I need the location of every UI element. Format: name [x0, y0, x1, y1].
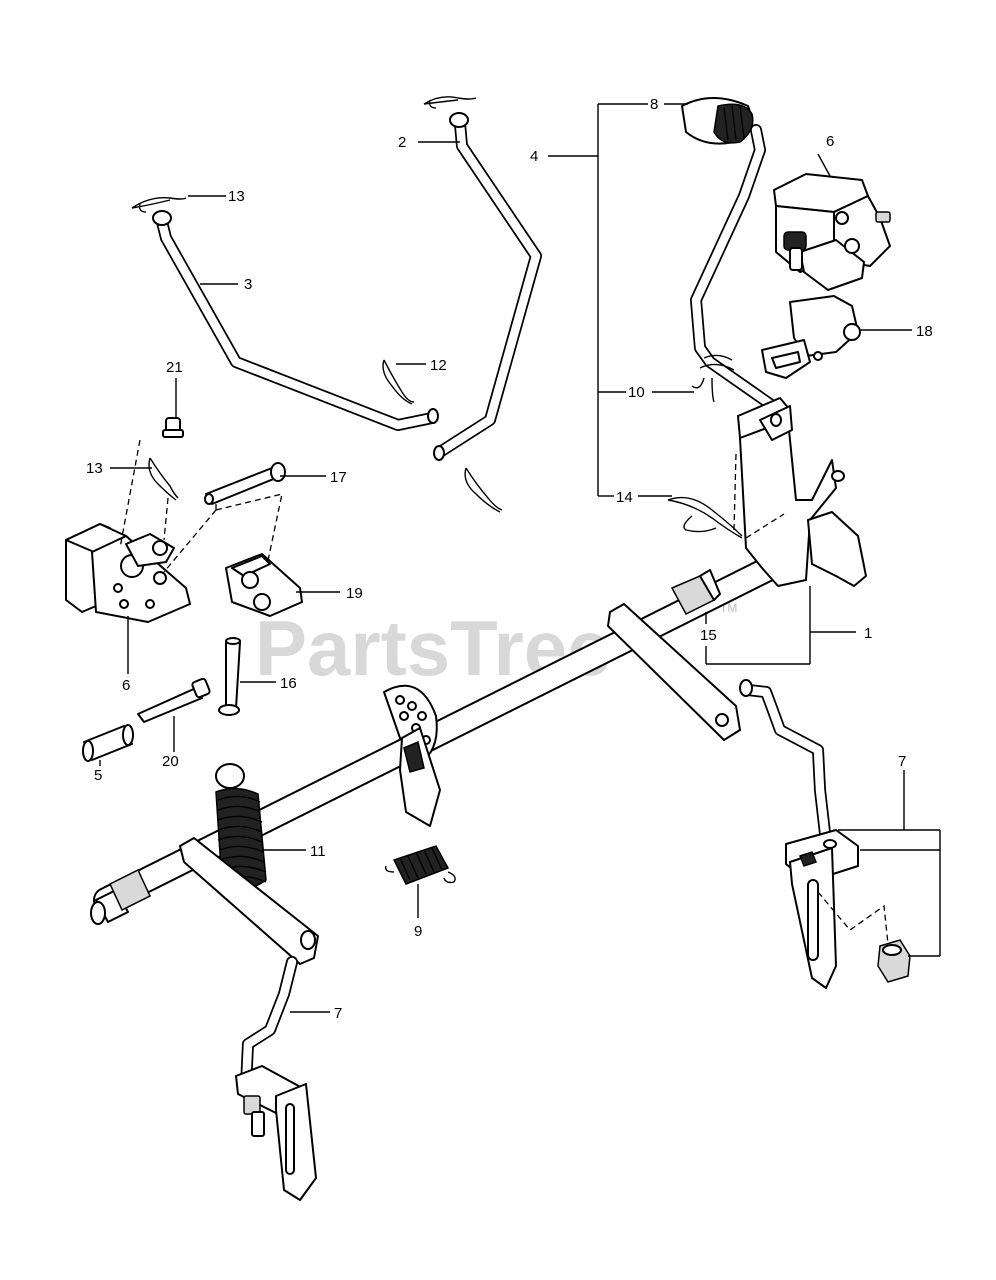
dashed-guide-right	[817, 891, 889, 945]
part-10-spring-clip[interactable]	[691, 354, 735, 403]
leader-lines	[99, 103, 941, 1013]
lift-arm-plate[interactable]	[607, 603, 741, 741]
callout-20: 20	[162, 753, 179, 770]
part-13-hairpin-clip[interactable]	[148, 457, 179, 501]
callout-19: 19	[346, 585, 363, 602]
adjustment-disc[interactable]	[383, 684, 441, 827]
handle-bracket[interactable]	[737, 397, 867, 587]
part-3-lift-rod[interactable]	[152, 210, 439, 431]
callout-17: 17	[330, 469, 347, 486]
callouts: 1 2 3 4 5 6 6 7 7 8 9 10 11 12 13 13 14 …	[86, 96, 933, 1022]
callout-21: 21	[166, 359, 183, 376]
callout-18: 18	[916, 323, 933, 340]
hairpin-clip-13-top[interactable]	[131, 197, 187, 213]
nut-right[interactable]	[877, 939, 911, 983]
callout-13-left: 13	[86, 460, 103, 477]
callout-15: 15	[700, 627, 717, 644]
part-20-bolt[interactable]	[137, 677, 211, 723]
callout-4: 4	[530, 148, 538, 165]
callout-14: 14	[616, 489, 633, 506]
callout-3: 3	[244, 276, 252, 293]
part-18-bracket[interactable]	[761, 295, 861, 379]
part-17-pin[interactable]	[204, 462, 286, 505]
callout-5: 5	[94, 767, 102, 784]
part-16-clevis-pin[interactable]	[218, 637, 241, 716]
callout-16: 16	[280, 675, 297, 692]
callout-8: 8	[650, 96, 658, 113]
part-8-handle-grip[interactable]	[681, 97, 754, 145]
part-6-bracket-left[interactable]	[65, 523, 191, 623]
callout-13-top: 13	[228, 188, 245, 205]
callout-11: 11	[310, 843, 326, 860]
part-5-spacer[interactable]	[82, 724, 134, 762]
hairpin-clip-lower[interactable]	[464, 467, 503, 513]
callout-10: 10	[628, 384, 645, 401]
part-4-lift-handle[interactable]	[690, 124, 776, 410]
callout-2: 2	[398, 134, 406, 151]
dashed-guide-handle	[733, 453, 785, 539]
hairpin-clip-12[interactable]	[382, 359, 415, 405]
part-14-clip[interactable]	[667, 496, 743, 539]
part-7-lift-link-right[interactable]	[739, 679, 859, 989]
part-6-bracket-right[interactable]	[773, 173, 891, 291]
callout-12: 12	[430, 357, 447, 374]
callout-7-right: 7	[898, 753, 906, 770]
callout-7-left: 7	[334, 1005, 342, 1022]
hairpin-clip-top-right[interactable]	[423, 96, 477, 109]
part-9-spring[interactable]	[384, 845, 456, 885]
callout-9: 9	[414, 923, 422, 940]
part-21-bolt[interactable]	[162, 417, 184, 438]
part-19-bracket[interactable]	[225, 553, 303, 617]
callout-6-left: 6	[122, 677, 130, 694]
part-1-cross-shaft[interactable]	[90, 555, 783, 925]
part-11-spring[interactable]	[215, 763, 267, 890]
lift-arm-plate-left[interactable]	[179, 837, 319, 965]
callout-6-right: 6	[826, 133, 834, 150]
part-2-lift-rod[interactable]	[433, 112, 542, 461]
part-7-lift-link-left[interactable]	[235, 956, 317, 1201]
callout-1: 1	[864, 625, 872, 642]
